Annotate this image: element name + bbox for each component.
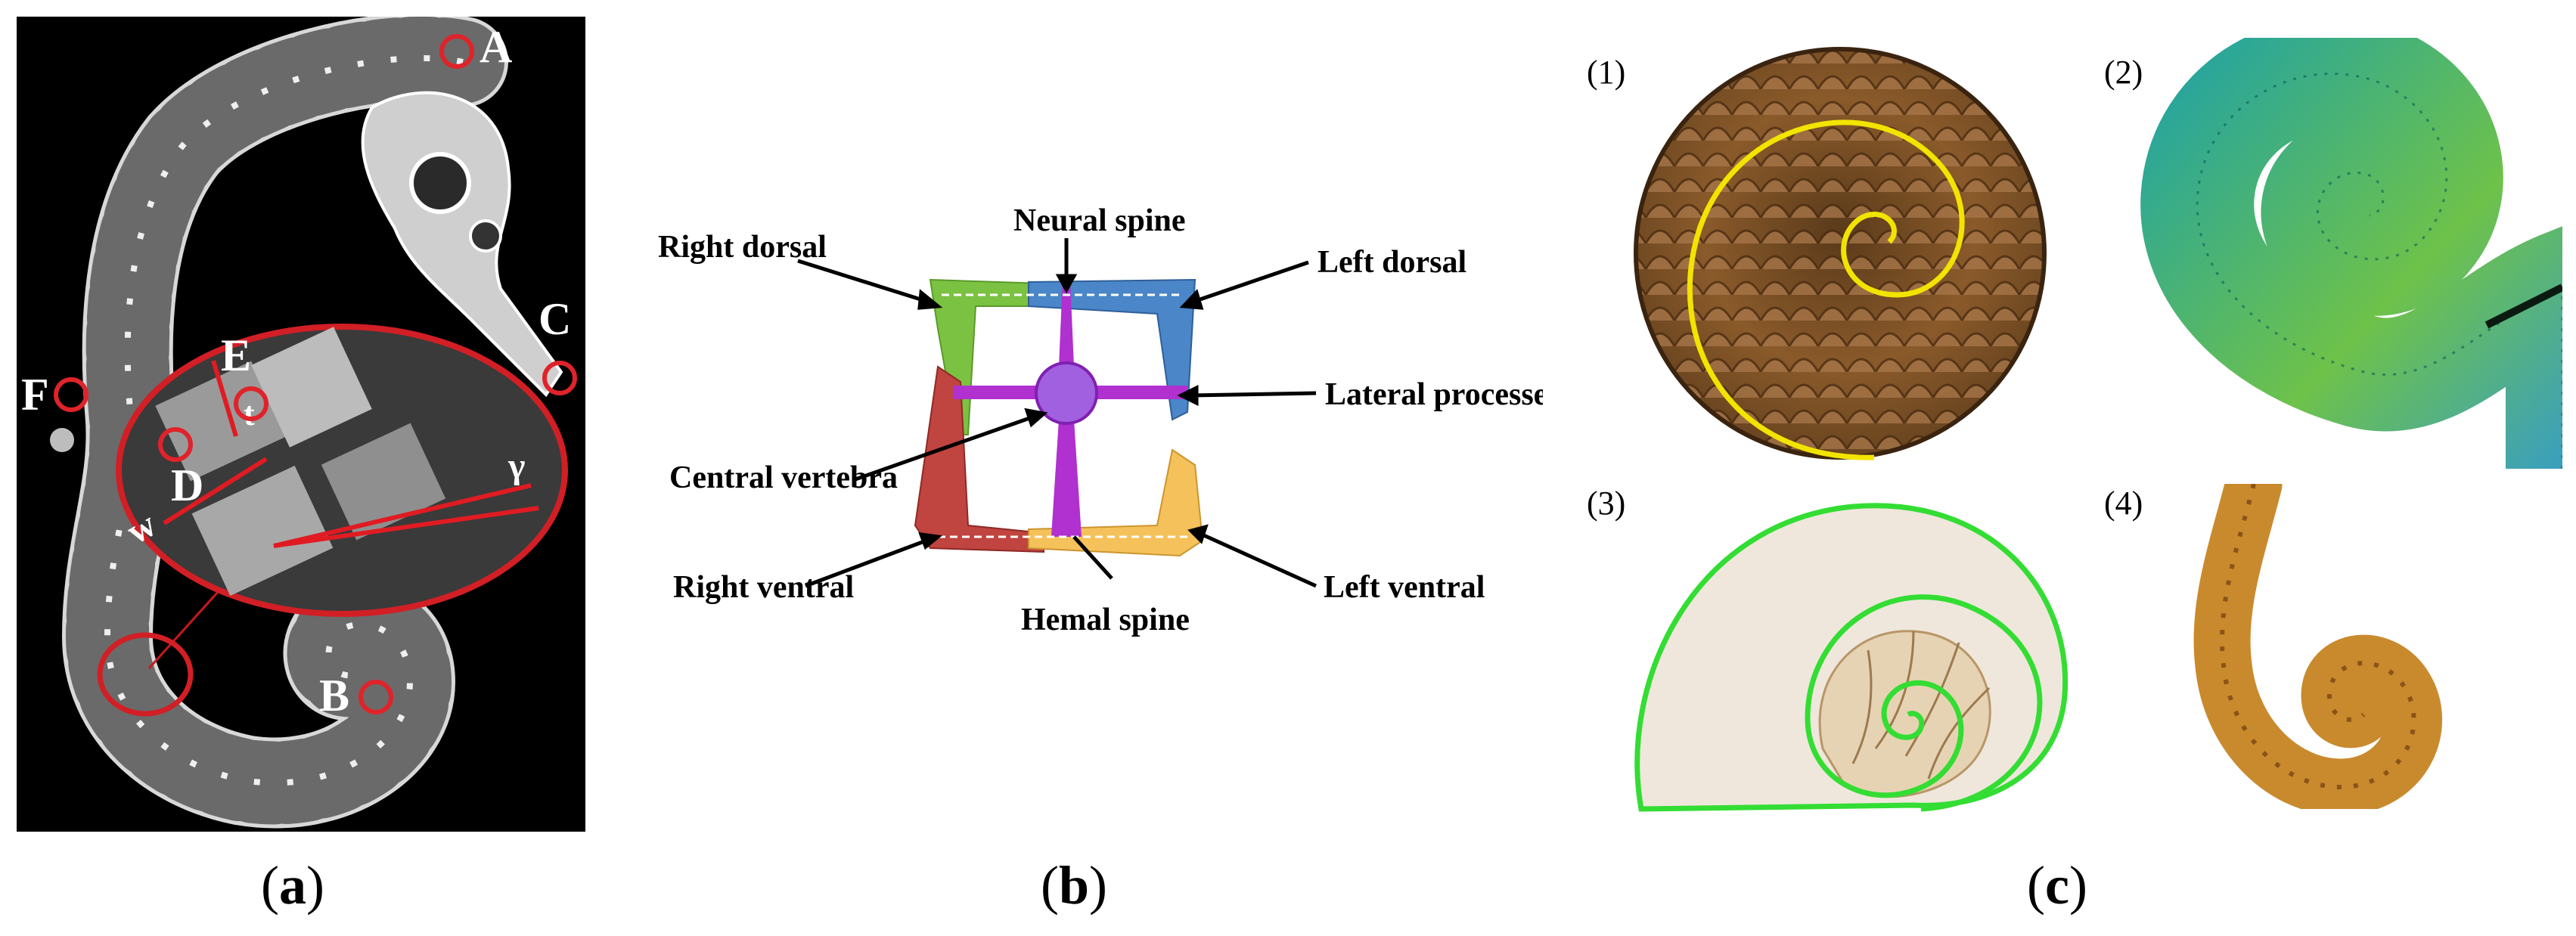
marker-circle-d — [158, 427, 193, 462]
marker-label-d: D — [171, 460, 203, 510]
chameleon-tail-image — [2131, 17, 2576, 525]
label-left-dorsal: Left dorsal — [1317, 245, 1466, 280]
seahorse-skeleton-image: t w γ A B C D E F — [17, 13, 585, 832]
panel-a-seahorse: t w γ A B C D E F — [17, 13, 585, 832]
label-right-ventral: Right ventral — [673, 570, 854, 605]
inset-label-t: t — [244, 395, 255, 432]
marker-circle-f — [54, 377, 88, 412]
marker-label-c: C — [538, 294, 571, 344]
seahorse-tail-image — [2193, 455, 2443, 816]
central-vertebra-shape — [1035, 361, 1098, 425]
caption-a: (a) — [261, 855, 324, 916]
neural-spine-shape — [1059, 280, 1074, 367]
marker-circle-e — [234, 386, 268, 421]
sublabel-4: (4) — [2104, 485, 2143, 522]
hemal-spine-shape — [1051, 420, 1082, 537]
label-central-vertebra: Central vertebra — [669, 460, 898, 495]
label-left-ventral: Left ventral — [1324, 570, 1485, 605]
caption-b: (b) — [1041, 855, 1108, 916]
nautilus-shell-image — [1626, 491, 2072, 817]
label-lateral-processes: Lateral processes — [1325, 377, 1543, 412]
sublabel-2: (2) — [2104, 54, 2143, 91]
sublabel-1: (1) — [1587, 54, 1626, 91]
marker-circle-c — [542, 361, 577, 395]
marker-label-b: B — [319, 671, 349, 721]
marker-label-f: F — [21, 370, 49, 420]
pinecone-spiral — [1687, 119, 1965, 460]
nautilus-spiral — [1805, 594, 2043, 812]
label-right-dorsal: Right dorsal — [658, 230, 827, 265]
marker-label-a: A — [480, 22, 512, 72]
marker-circle-b — [358, 680, 393, 714]
pinecone-image — [1617, 38, 2063, 469]
marker-label-e: E — [221, 330, 251, 380]
inset-label-gamma: γ — [507, 446, 525, 486]
vertebra-svg: Neural spine Right dorsal Left dorsal La… — [658, 203, 1560, 637]
label-hemal-spine: Hemal spine — [1021, 603, 1190, 637]
marker-circle-a — [439, 34, 474, 69]
caption-c: (c) — [2027, 855, 2087, 916]
panel-b-vertebra-diagram: Neural spine Right dorsal Left dorsal La… — [650, 193, 1560, 662]
label-neural-spine: Neural spine — [1013, 203, 1186, 238]
sublabel-3: (3) — [1587, 485, 1626, 522]
